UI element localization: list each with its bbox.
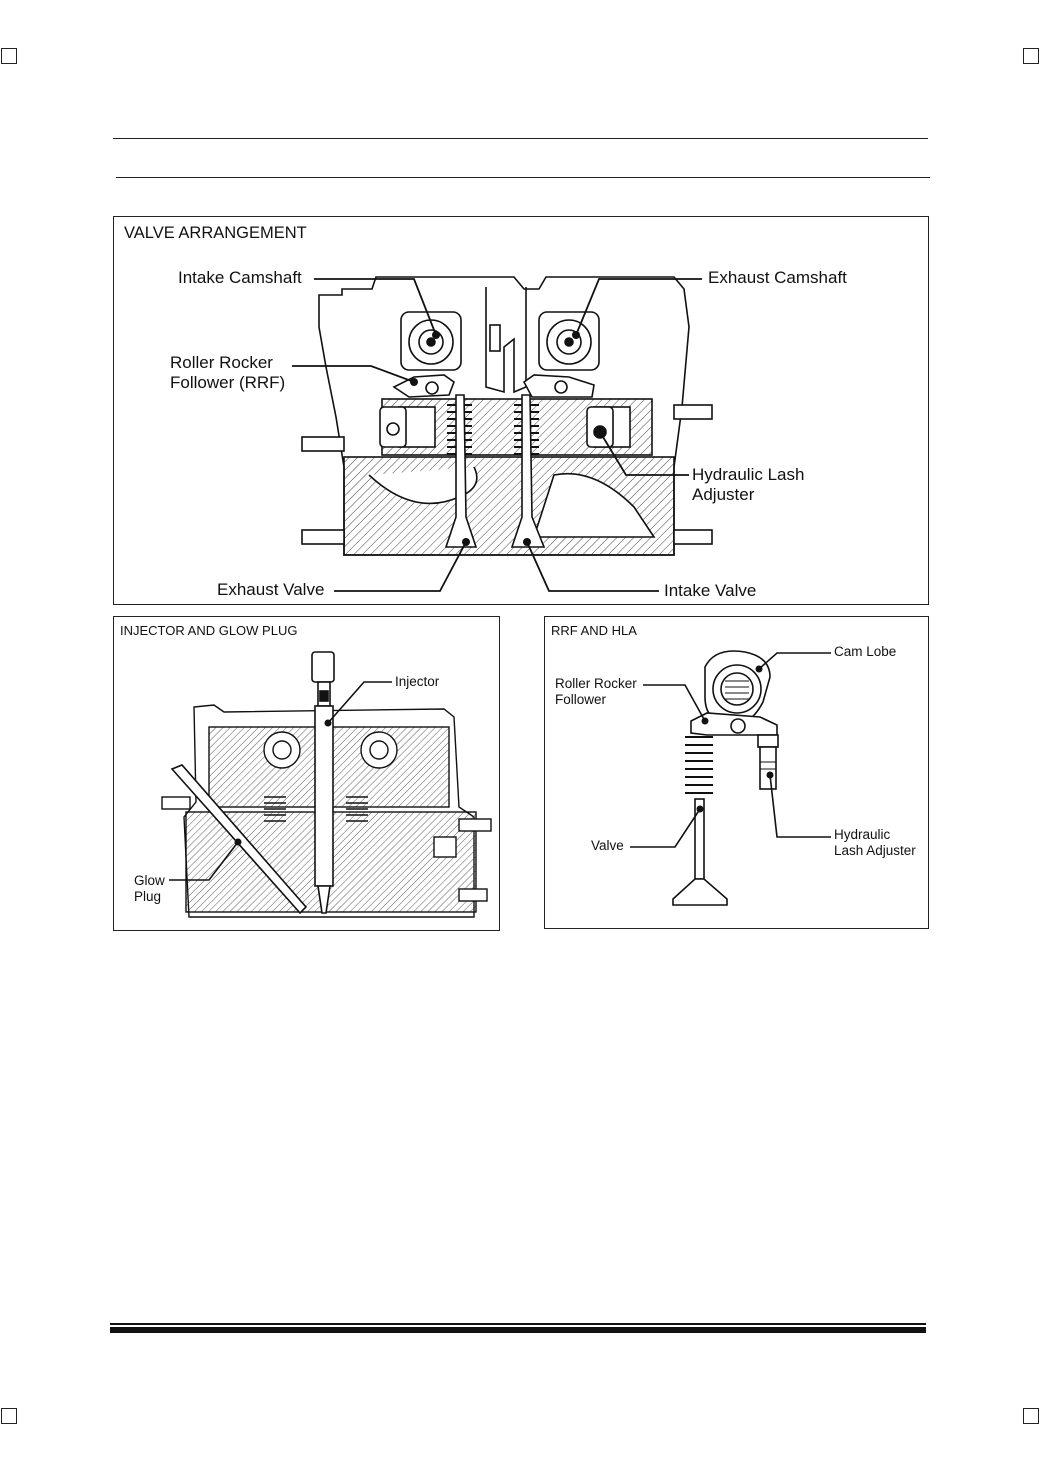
injector-glow-plug-drawing	[161, 651, 492, 918]
header-rule-top	[113, 138, 928, 139]
panel-title: RRF AND HLA	[551, 623, 637, 638]
label-intake-camshaft: Intake Camshaft	[178, 268, 302, 287]
rrf-hla-drawing	[630, 650, 831, 906]
crop-mark-bottom-right	[1023, 1408, 1039, 1424]
label-roller-rocker-follower: Roller Rocker Follower	[555, 676, 637, 707]
crop-mark-top-right	[1023, 48, 1039, 64]
footer-rule-thick	[110, 1327, 926, 1333]
label-hydraulic-lash-adjuster: Hydraulic Lash Adjuster	[692, 465, 805, 504]
rocker-follower-shape	[690, 712, 778, 736]
crop-mark-top-left	[1, 48, 17, 64]
lash-adjusters	[379, 406, 614, 448]
leader-dots	[410, 331, 604, 546]
label-intake-valve: Intake Valve	[664, 581, 757, 600]
panel-title: VALVE ARRANGEMENT	[124, 224, 307, 242]
valve-spring-shape	[685, 736, 713, 794]
valve-arrangement-drawing	[292, 276, 713, 592]
label-exhaust-camshaft: Exhaust Camshaft	[708, 268, 847, 287]
footer-rule-thin	[110, 1323, 926, 1325]
cylinder-head-section	[301, 276, 713, 556]
valve-stems	[444, 394, 546, 548]
panel-valve-arrangement: VALVE ARRANGEMENT	[113, 216, 929, 605]
springs	[264, 796, 368, 822]
header-rule-bottom	[116, 177, 930, 178]
leader-dots	[234, 719, 332, 846]
crop-mark-bottom-left	[1, 1408, 17, 1424]
panel-injector-glow-plug: INJECTOR AND GLOW PLUG	[113, 616, 500, 931]
valve-shape	[672, 798, 728, 906]
label-valve: Valve	[591, 838, 624, 853]
label-hydraulic-lash-adjuster: Hydraulic Lash Adjuster	[834, 827, 916, 858]
lash-adjuster-shape	[757, 734, 779, 790]
rocker-followers	[392, 374, 595, 398]
leader-lines	[169, 681, 392, 881]
injector-body	[311, 651, 335, 914]
cam-lobe-shape	[704, 650, 771, 726]
label-injector: Injector	[395, 674, 440, 689]
label-cam-lobe: Cam Lobe	[834, 644, 897, 659]
panel-title: INJECTOR AND GLOW PLUG	[120, 623, 298, 638]
label-glow-plug: Glow Plug	[134, 873, 165, 904]
leader-dots	[696, 665, 774, 813]
label-exhaust-valve: Exhaust Valve	[217, 580, 325, 599]
panel-rrf-hla: RRF AND HLA	[544, 616, 929, 929]
label-roller-rocker-follower: Roller Rocker Follower (RRF)	[170, 353, 286, 392]
leader-lines	[292, 278, 702, 592]
leader-lines	[630, 652, 831, 848]
